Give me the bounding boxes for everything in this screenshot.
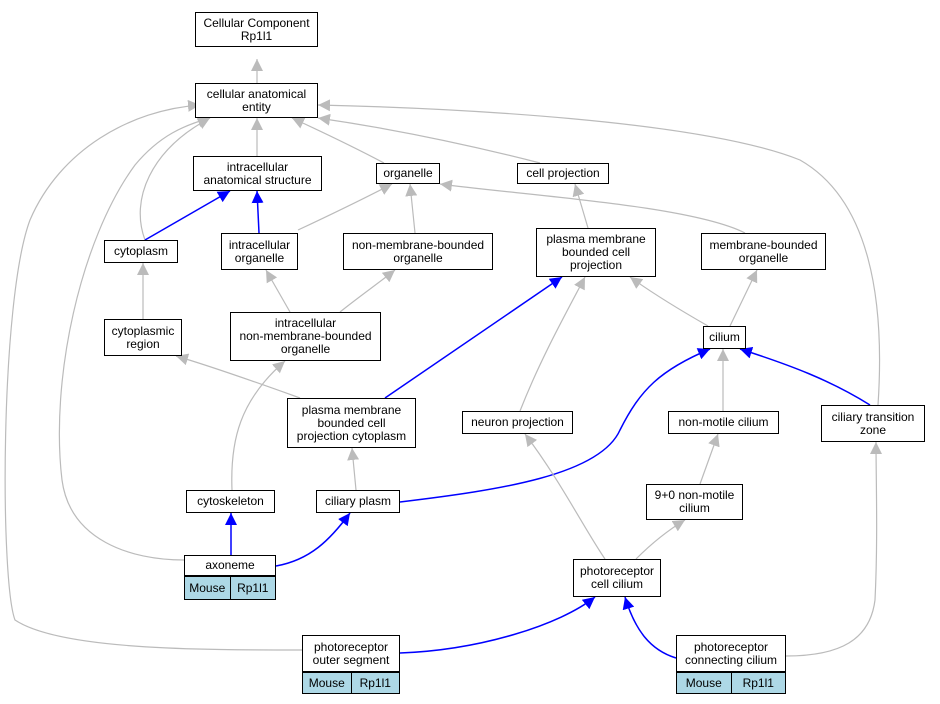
edge-is-a-neuproj-to-pmbcp xyxy=(519,276,586,412)
node-ciliary-transition-zone[interactable]: ciliary transition zone xyxy=(821,405,925,442)
annotation-axoneme: Mouse Rp1l1 xyxy=(184,576,276,600)
edge-is-a-pconn-to-ctz xyxy=(785,441,883,657)
annotation-gene: Rp1l1 xyxy=(350,673,399,693)
edge-part-of-cytoplasm-to-ias xyxy=(144,190,231,241)
edge-is-a-mbo-to-organelle xyxy=(439,179,746,234)
node-axoneme[interactable]: axoneme xyxy=(184,555,276,576)
node-photoreceptor-connecting-cilium[interactable]: photoreceptor connecting cilium xyxy=(676,635,786,672)
node-photoreceptor-outer-segment[interactable]: photoreceptor outer segment xyxy=(302,635,400,672)
annotation-species: Mouse xyxy=(185,577,230,599)
node-ciliary-plasm[interactable]: ciliary plasm xyxy=(316,490,400,513)
node-cytoskeleton[interactable]: cytoskeleton xyxy=(186,490,275,513)
node-organelle[interactable]: organelle xyxy=(376,163,440,184)
edge-part-of-pmbcpc-to-pmbcp xyxy=(384,276,563,399)
edge-is-a-pcc-to-nine0 xyxy=(635,519,686,560)
edge-is-a-pos-to-cae xyxy=(4,99,303,651)
annotation-species: Mouse xyxy=(303,673,351,693)
node-non-motile-cilium[interactable]: non-motile cilium xyxy=(668,411,779,434)
edge-is-a-pmbcp-to-cellproj xyxy=(572,183,589,229)
node-cellular-component-rp1l1[interactable]: Cellular Component Rp1l1 xyxy=(195,12,318,47)
edge-is-a-pcc-to-neuproj xyxy=(524,433,606,560)
node-intracellular-non-membrane-bounded-organelle[interactable]: intracellular non-membrane-bounded organ… xyxy=(230,312,381,361)
edge-part-of-axoneme-to-cilplasm xyxy=(275,512,351,567)
edge-is-a-cellproj-to-cae xyxy=(317,113,541,164)
node-non-membrane-bounded-organelle[interactable]: non-membrane-bounded organelle xyxy=(343,233,493,270)
edge-layer xyxy=(4,59,883,659)
annotation-photoreceptor-outer-segment: Mouse Rp1l1 xyxy=(302,672,400,694)
node-cell-projection[interactable]: cell projection xyxy=(517,163,609,184)
edge-is-a-cilium-to-pmbcp xyxy=(629,276,709,327)
edge-is-a-pmbcpc-to-cytreg xyxy=(175,353,301,399)
edge-is-a-cilium-to-mbo xyxy=(729,269,758,327)
node-intracellular-organelle[interactable]: intracellular organelle xyxy=(221,233,298,270)
edge-part-of-pos-to-pcc xyxy=(399,596,596,654)
edge-part-of-intorg-to-ias xyxy=(251,190,264,234)
node-intracellular-anatomical-structure[interactable]: intracellular anatomical structure xyxy=(193,156,322,191)
edge-is-a-cytoskel-to-inmbo xyxy=(231,360,286,491)
edge-part-of-cilplasm-to-cilium xyxy=(399,348,711,503)
node-9-0-non-motile-cilium[interactable]: 9+0 non-motile cilium xyxy=(646,484,743,520)
edge-is-a-nmbo-to-organelle xyxy=(405,183,418,234)
node-cellular-anatomical-entity[interactable]: cellular anatomical entity xyxy=(195,83,318,118)
node-membrane-bounded-organelle[interactable]: membrane-bounded organelle xyxy=(701,233,826,270)
edge-is-a-inmbo-to-nmbo xyxy=(339,269,396,313)
edge-is-a-cytoplasm-to-cae xyxy=(139,117,211,241)
annotation-photoreceptor-connecting-cilium: Mouse Rp1l1 xyxy=(676,672,786,694)
node-plasma-membrane-bounded-cell-projection-cytoplasm[interactable]: plasma membrane bounded cell projection … xyxy=(287,398,416,448)
node-cilium[interactable]: cilium xyxy=(703,326,746,349)
node-photoreceptor-cell-cilium[interactable]: photoreceptor cell cilium xyxy=(573,559,661,597)
edge-is-a-organelle-to-cae xyxy=(291,117,385,164)
edge-is-a-inmbo-to-intorg xyxy=(265,269,291,313)
edge-is-a-intorg-to-organelle xyxy=(297,183,393,231)
edge-is-a-ctz-to-cae xyxy=(317,99,881,406)
annotation-gene: Rp1l1 xyxy=(229,577,275,599)
node-cytoplasmic-region[interactable]: cytoplasmic region xyxy=(104,319,182,356)
edge-part-of-pconn-to-pcc xyxy=(622,596,677,659)
annotation-gene: Rp1l1 xyxy=(730,673,785,693)
node-cytoplasm[interactable]: cytoplasm xyxy=(104,240,178,263)
node-neuron-projection[interactable]: neuron projection xyxy=(462,411,573,434)
edge-part-of-ctz-to-cilium xyxy=(739,346,871,406)
edge-is-a-nine0-to-nmcil xyxy=(699,433,720,485)
edge-is-a-cilplasm-to-pmbcpc xyxy=(347,447,360,491)
node-plasma-membrane-bounded-cell-projection[interactable]: plasma membrane bounded cell projection xyxy=(536,228,656,277)
annotation-species: Mouse xyxy=(677,673,731,693)
edge-is-a-axoneme-to-cae xyxy=(58,115,211,561)
